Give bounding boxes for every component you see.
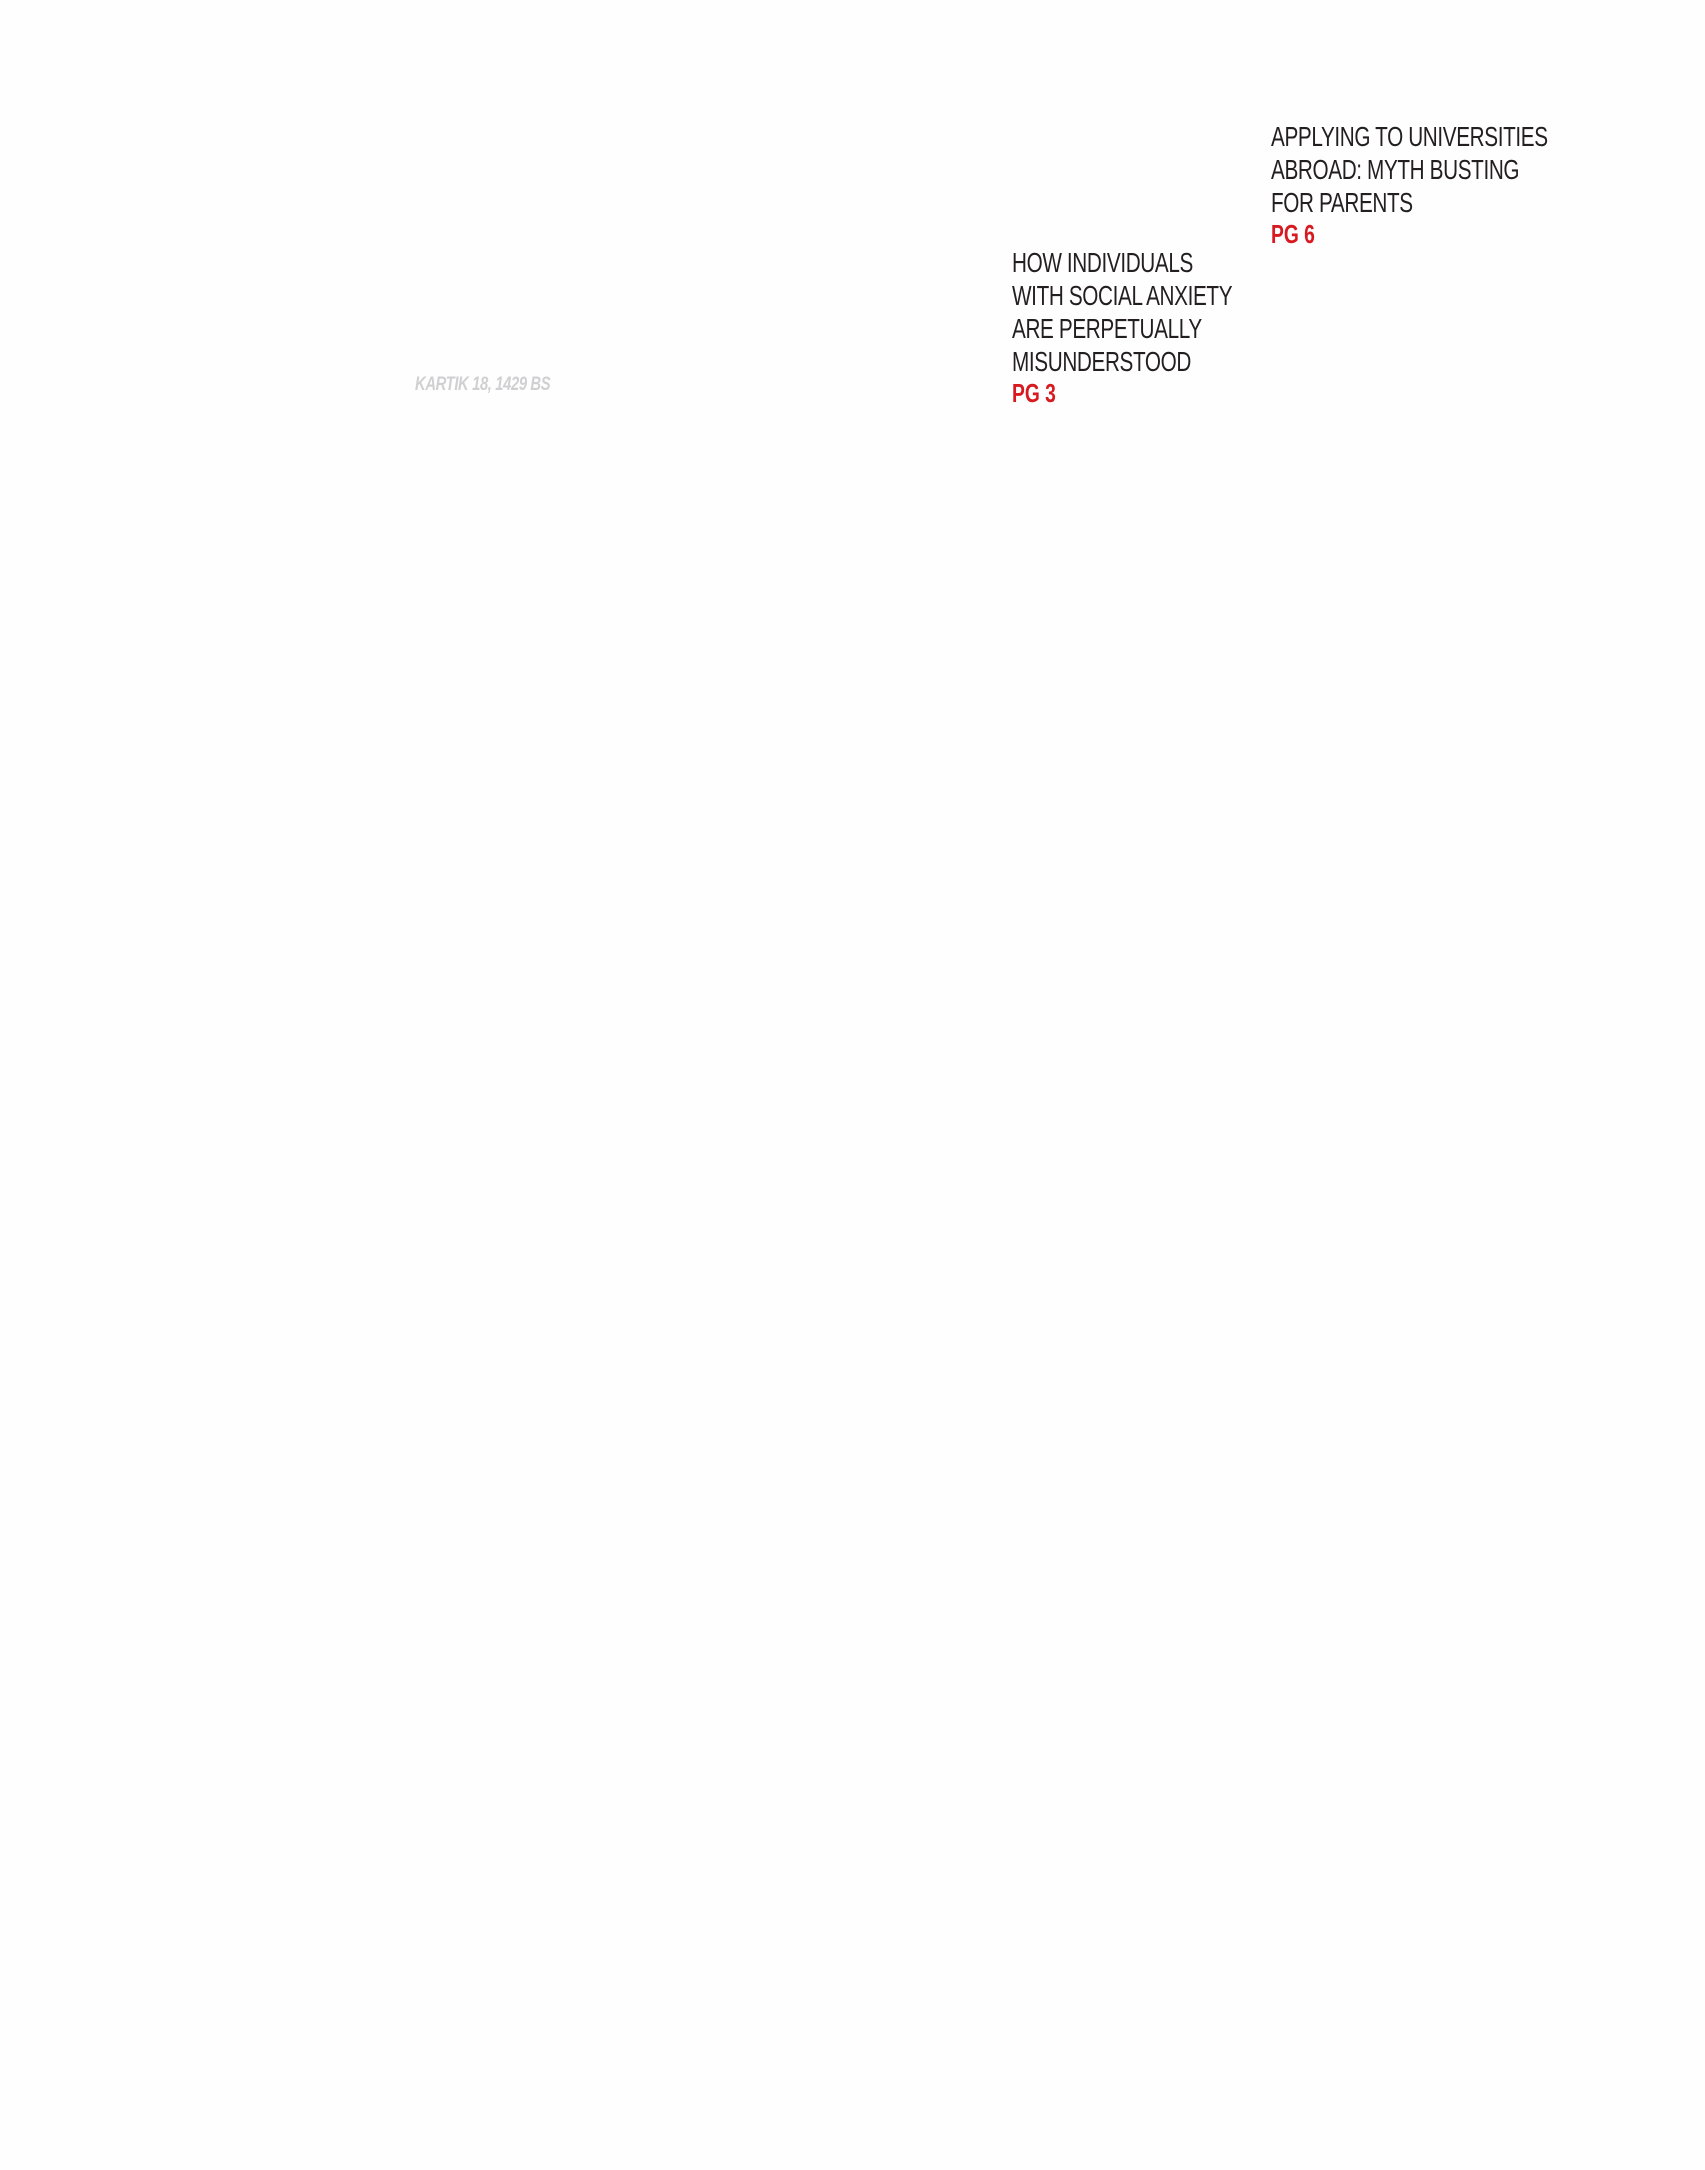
issue-date: KARTIK 18, 1429 BS [415, 374, 551, 395]
teaser-page-ref[interactable]: PG 6 [1271, 219, 1315, 249]
teaser-headline-line: WITH SOCIAL ANXIETY [1012, 280, 1233, 311]
teaser-social-anxiety[interactable]: HOW INDIVIDUALS WITH SOCIAL ANXIETY ARE … [1012, 246, 1233, 409]
teaser-headline-line: HOW INDIVIDUALS [1012, 247, 1193, 278]
teaser-universities-abroad[interactable]: APPLYING TO UNIVERSITIES ABROAD: MYTH BU… [1271, 120, 1548, 250]
teaser-page-ref[interactable]: PG 3 [1012, 378, 1056, 408]
teaser-headline-line: ARE PERPETUALLY [1012, 313, 1202, 344]
teaser-headline-line: APPLYING TO UNIVERSITIES [1271, 121, 1548, 152]
teaser-headline-line: MISUNDERSTOOD [1012, 346, 1191, 377]
teaser-headline-line: FOR PARENTS [1271, 187, 1413, 218]
teaser-headline-line: ABROAD: MYTH BUSTING [1271, 154, 1520, 185]
